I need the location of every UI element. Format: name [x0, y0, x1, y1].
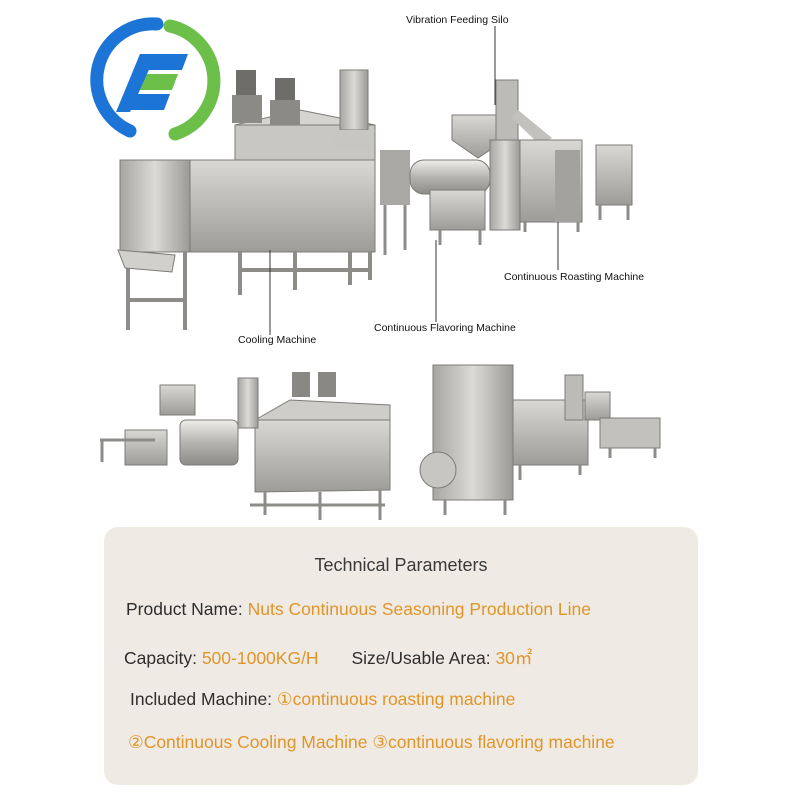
- capacity-row: Capacity: 500-1000KG/H Size/Usable Area:…: [124, 645, 532, 670]
- flavoring-machine-label: Continuous Flavoring Machine: [374, 322, 516, 334]
- letter-e-logo-icon: [90, 17, 221, 141]
- bottom-right-production-line: [419, 364, 661, 515]
- included-machine-1: ①continuous roasting machine: [276, 689, 516, 709]
- included-machine-row: Included Machine: ①continuous roasting m…: [130, 689, 515, 710]
- included-machine-3: ③continuous flavoring machine: [372, 732, 615, 752]
- capacity-label: Capacity:: [124, 648, 197, 668]
- included-machine-row-2: ②Continuous Cooling Machine ③continuous …: [128, 732, 615, 753]
- technical-parameters-panel: Technical Parameters Product Name: Nuts …: [104, 527, 698, 785]
- size-value: 30㎡: [495, 648, 533, 668]
- product-name-row: Product Name: Nuts Continuous Seasoning …: [126, 599, 591, 620]
- capacity-value: 500-1000KG/H: [201, 648, 319, 668]
- bottom-left-production-line: [100, 372, 391, 520]
- panel-title: Technical Parameters: [314, 555, 488, 575]
- included-label: Included Machine:: [130, 689, 273, 709]
- product-name-label: Product Name:: [126, 599, 243, 619]
- vibration-feeding-silo-label: Vibration Feeding Silo: [406, 14, 509, 26]
- top-production-line: [117, 26, 633, 335]
- size-label: Size/Usable Area:: [351, 648, 491, 668]
- cooling-machine-label: Cooling Machine: [238, 334, 317, 346]
- roasting-machine-label: Continuous Roasting Machine: [504, 271, 645, 283]
- product-name-value: Nuts Continuous Seasoning Production Lin…: [247, 599, 592, 619]
- included-machine-2: ②Continuous Cooling Machine: [128, 732, 368, 752]
